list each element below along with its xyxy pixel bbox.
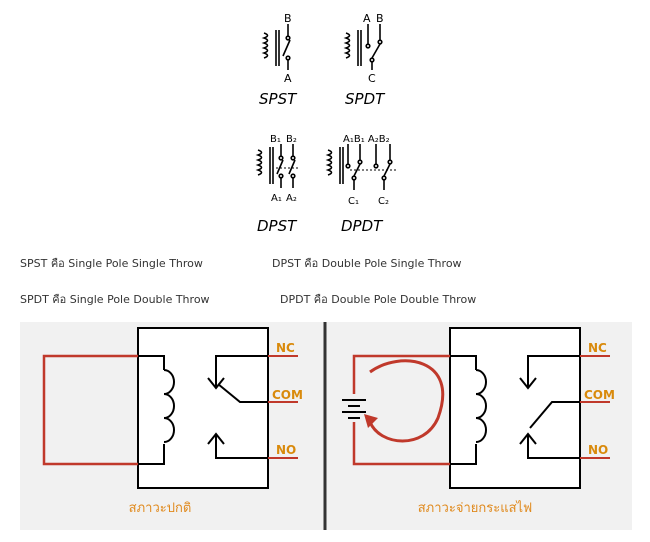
dpdt-bottom-left-label: C₁ <box>348 196 359 207</box>
dpst-name: DPST <box>257 217 298 235</box>
coil-wire-left <box>42 354 138 466</box>
relay-normal-state: NC COM NO สภาวะปกติ <box>42 327 303 516</box>
battery-icon <box>342 399 366 419</box>
dpdt-name: DPDT <box>341 217 384 235</box>
spdt-top-left-label: A <box>363 12 371 25</box>
switch-right <box>519 355 580 459</box>
spst-symbol <box>261 24 291 70</box>
no-label-right: NO <box>588 443 608 457</box>
switch-left <box>207 355 268 459</box>
relay-energized-state: NC COM NO สภาวะจ่ายกระแสไฟ <box>342 327 615 516</box>
dpst-symbol <box>255 144 300 188</box>
current-flow-arrow <box>368 359 445 443</box>
dpst-top-right-label: B₂ <box>286 134 297 145</box>
energized-state-caption: สภาวะจ่ายกระแสไฟ <box>418 500 533 516</box>
com-label-left: COM <box>272 388 303 402</box>
spst-name: SPST <box>259 90 298 108</box>
dpst-top-left-label: B₁ <box>270 134 281 145</box>
spdt-bottom-label: C <box>368 72 376 85</box>
dpst-bottom-right-label: A₂ <box>286 193 297 204</box>
spst-description: SPST คือ Single Pole Single Throw <box>20 257 203 270</box>
dpst-description: DPST คือ Double Pole Single Throw <box>272 257 462 270</box>
com-label-right: COM <box>584 388 615 402</box>
spst-top-label: B <box>284 12 292 25</box>
dpdt-description: DPDT คือ Double Pole Double Throw <box>280 293 477 306</box>
spdt-top-right-label: B <box>376 12 384 25</box>
relay-symbols: B A SPST A B C SPDT B₁ B₂ A₁ A₂ DPST <box>255 12 396 235</box>
dpdt-top-labels: A₁B₁ A₂B₂ <box>343 134 390 145</box>
terminal-wires-left <box>268 355 298 459</box>
nc-label-right: NC <box>588 341 607 355</box>
nc-label-left: NC <box>276 341 295 355</box>
current-flow-arrowhead <box>364 414 378 428</box>
coil-left <box>138 355 175 465</box>
relay-operation-panel: NC COM NO สภาวะปกติ <box>20 322 632 530</box>
terminal-wires-right <box>580 355 610 459</box>
no-label-left: NO <box>276 443 296 457</box>
normal-state-caption: สภาวะปกติ <box>129 501 192 516</box>
spdt-name: SPDT <box>345 90 386 108</box>
dpdt-bottom-right-label: C₂ <box>378 196 389 207</box>
coil-right <box>450 355 487 465</box>
relay-body-left <box>137 327 269 489</box>
dpdt-symbol <box>325 144 396 190</box>
spdt-symbol <box>343 24 383 70</box>
spdt-description: SPDT คือ Single Pole Double Throw <box>20 293 210 306</box>
dpst-bottom-left-label: A₁ <box>271 193 282 204</box>
coil-wire-right <box>352 354 450 466</box>
relay-body-right <box>449 327 581 489</box>
spst-bottom-label: A <box>284 72 292 85</box>
